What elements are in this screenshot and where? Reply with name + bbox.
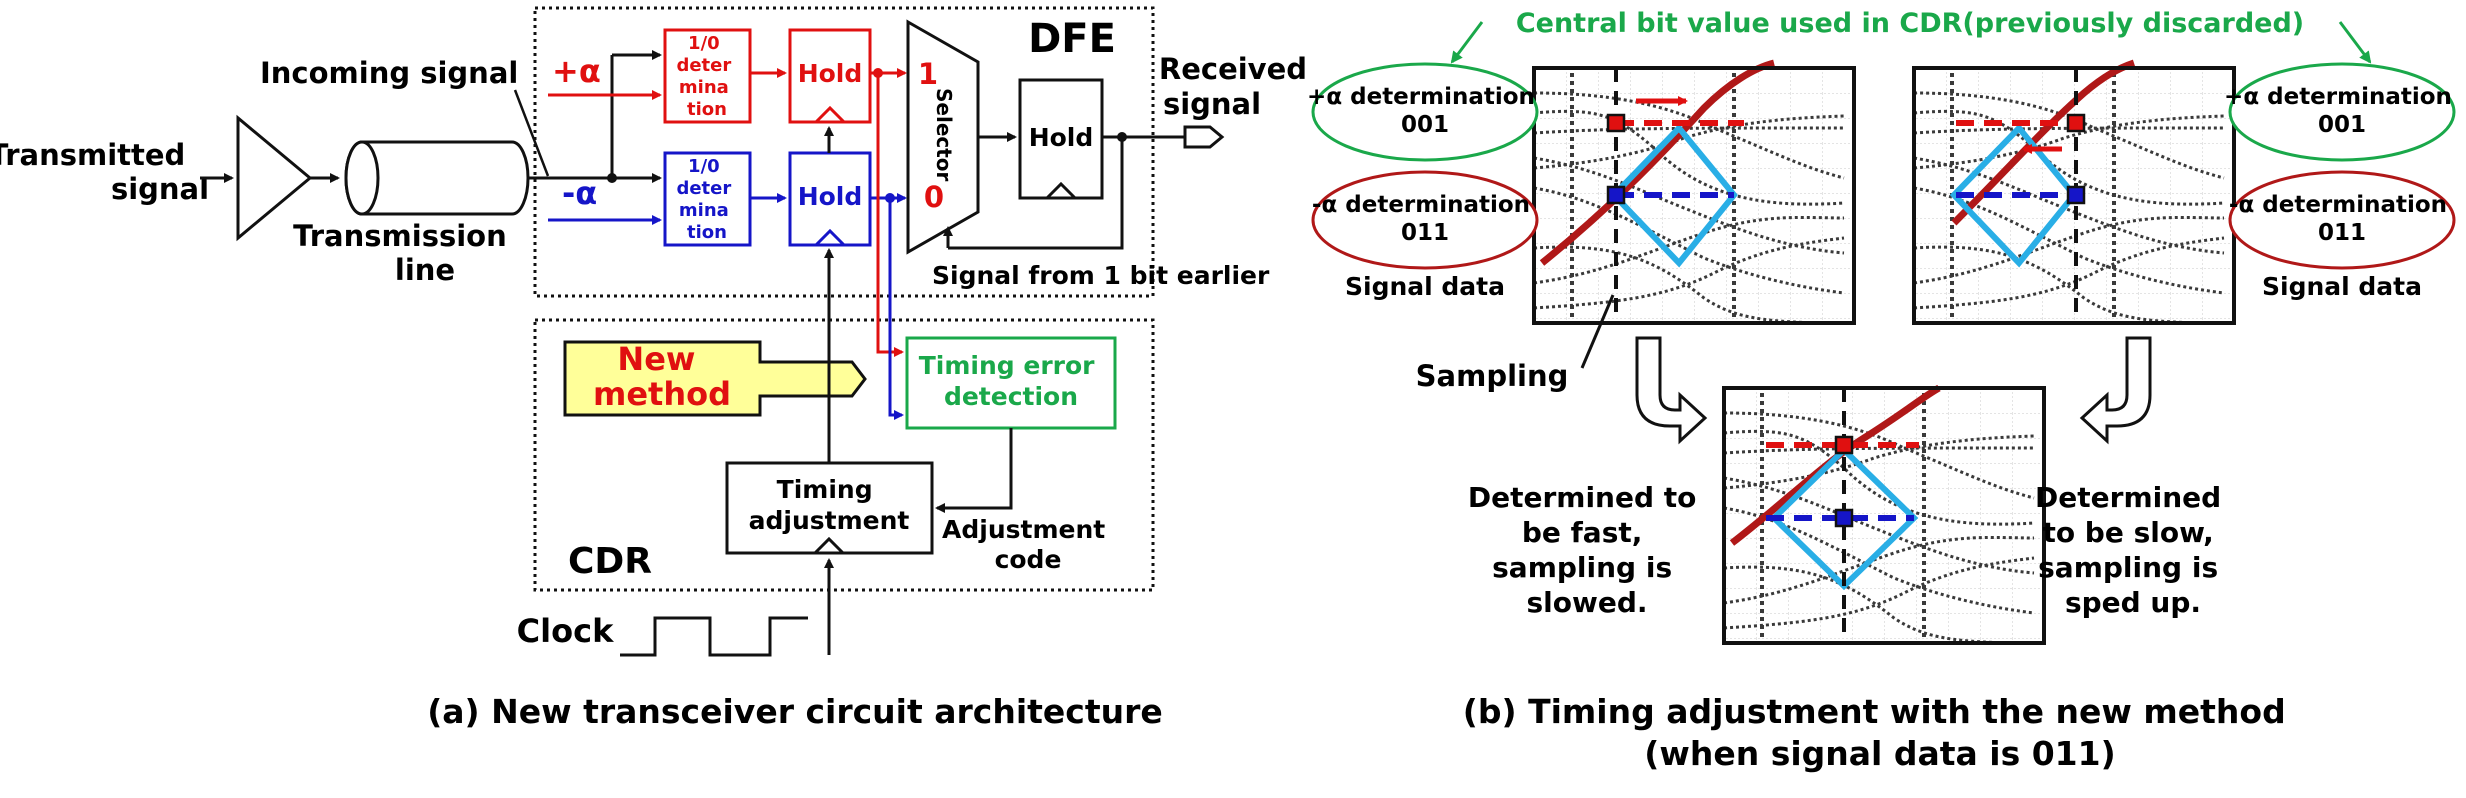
- transmitted-signal-label: Transmitted signal: [0, 138, 209, 206]
- dfe-label: DFE: [1028, 16, 1116, 62]
- timing-adjustment-label: Timing adjustment: [749, 475, 910, 535]
- dfe-box: [533, 6, 1155, 298]
- received-signal-label: Received signal: [1159, 52, 1317, 121]
- output-port: [1183, 125, 1225, 149]
- timing-adjustment-diagram: Central bit value used in CDR(previously…: [1307, 8, 2460, 773]
- determination-plus-box: [663, 28, 752, 124]
- clock-waveform-icon: [620, 616, 808, 657]
- selector-mux: [906, 19, 980, 255]
- clock-label: Clock: [517, 612, 614, 650]
- signal-earlier-label: Signal from 1 bit earlier: [932, 261, 1270, 290]
- eye-diagram-right: [1912, 59, 2236, 325]
- eye-diagram-bottom: [1722, 384, 2046, 645]
- signal-data-label-right: Signal data: [2262, 272, 2422, 301]
- plus-det-label-left: +α determination 001: [1307, 84, 1543, 138]
- plus-det-ellipse-left: [1311, 62, 1539, 162]
- sampling-label: Sampling: [1416, 359, 1569, 393]
- caption-left: (a) New transceiver circuit architecture: [427, 692, 1163, 731]
- incoming-signal-label: Incoming signal: [260, 56, 518, 90]
- plus-det-ellipse-right: [2228, 62, 2456, 162]
- arrow-slow-icon: [2079, 336, 2152, 445]
- timing-error-label: Timing error detection: [919, 351, 1103, 411]
- arrow-fast-icon: [1635, 336, 1708, 445]
- hold-plus-label: Hold: [798, 59, 863, 88]
- determination-minus-text: 1/0 deter mina tion: [676, 156, 737, 243]
- cdr-label: CDR: [568, 541, 652, 582]
- transmission-line-icon: [344, 140, 530, 216]
- fast-explanation: Determined to be fast, sampling is slowe…: [1468, 481, 1706, 619]
- eye-diagram-left: [1532, 59, 1856, 325]
- selector-one: 1: [918, 57, 938, 91]
- adjustment-code-label: Adjustment code: [942, 515, 1114, 574]
- new-method-callout: [563, 340, 867, 417]
- central-bit-label: Central bit value used in CDR(previously…: [1516, 8, 2304, 39]
- signal-data-label-left: Signal data: [1345, 272, 1505, 301]
- driver-buffer: [236, 114, 313, 242]
- new-method-label: New method: [593, 340, 731, 413]
- minus-det-label-right: -α determination 011: [2229, 192, 2455, 246]
- selector-zero: 0: [924, 180, 944, 214]
- hold-output-label: Hold: [1029, 123, 1094, 152]
- minus-alpha-label: -α: [562, 174, 597, 212]
- minus-det-label-left: -α determination 011: [1312, 192, 1538, 246]
- hold-minus-label: Hold: [798, 182, 863, 211]
- minus-det-ellipse-right: [2228, 170, 2456, 270]
- plus-det-label-right: +α determination 001: [2224, 84, 2460, 138]
- determination-plus-text: 1/0 deter mina tion: [676, 33, 737, 120]
- transmission-line-label: Transmission line: [293, 219, 517, 287]
- hold-output-box: [1018, 78, 1104, 200]
- slow-explanation: Determined to be slow, sampling is sped …: [2035, 481, 2231, 619]
- caption-right: (b) Timing adjustment with the new metho…: [1463, 692, 2297, 773]
- selector-label: Selector: [932, 88, 956, 182]
- plus-alpha-label: +α: [552, 52, 601, 90]
- cdr-box: [533, 318, 1155, 592]
- minus-det-ellipse-left: [1311, 170, 1539, 270]
- architecture-diagram: DFE CDR Transmitted signal Transmission …: [0, 6, 1317, 731]
